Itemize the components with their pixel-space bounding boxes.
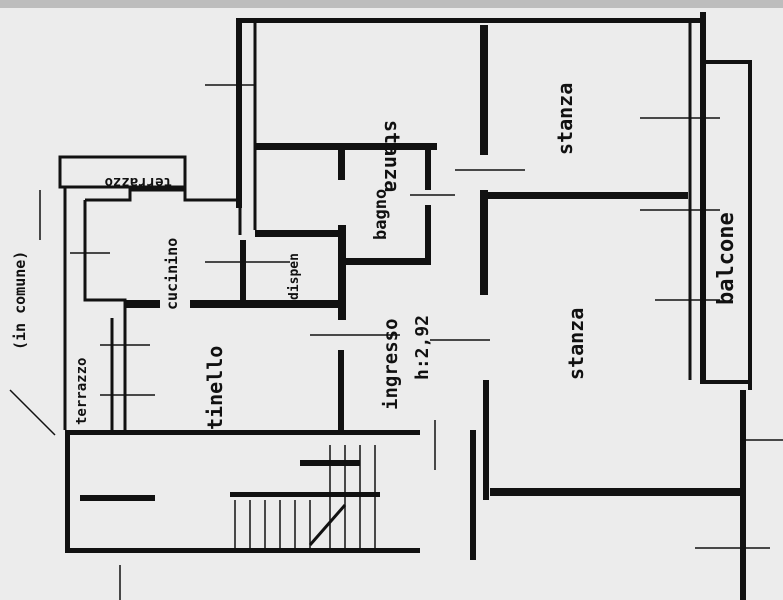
label-tinello: tinello (203, 346, 227, 430)
label-balcone: balcone (714, 212, 739, 305)
top-edge (0, 0, 783, 8)
label-stanza-bottom: stanza (564, 308, 588, 380)
label-ingresso: ingresso (380, 318, 402, 410)
walls (65, 12, 752, 600)
label-stanza-right: stanza (553, 83, 577, 155)
label-terrazzo-top: terrazzo (105, 174, 172, 190)
label-cucinino: cucinino (163, 238, 181, 310)
label-in-comune: (in comune) (11, 251, 29, 350)
stairs (234, 445, 376, 548)
label-stanza-top: stanza (380, 120, 404, 192)
label-height: h:2,92 (412, 315, 433, 380)
outlines (9, 20, 783, 600)
room-labels: stanza stanza stanza bagno dispen cucini… (11, 83, 739, 430)
label-bagno: bagno (371, 189, 391, 240)
label-dispensa: dispen (287, 253, 302, 300)
label-terrazzo-left: terrazzo (74, 358, 90, 425)
